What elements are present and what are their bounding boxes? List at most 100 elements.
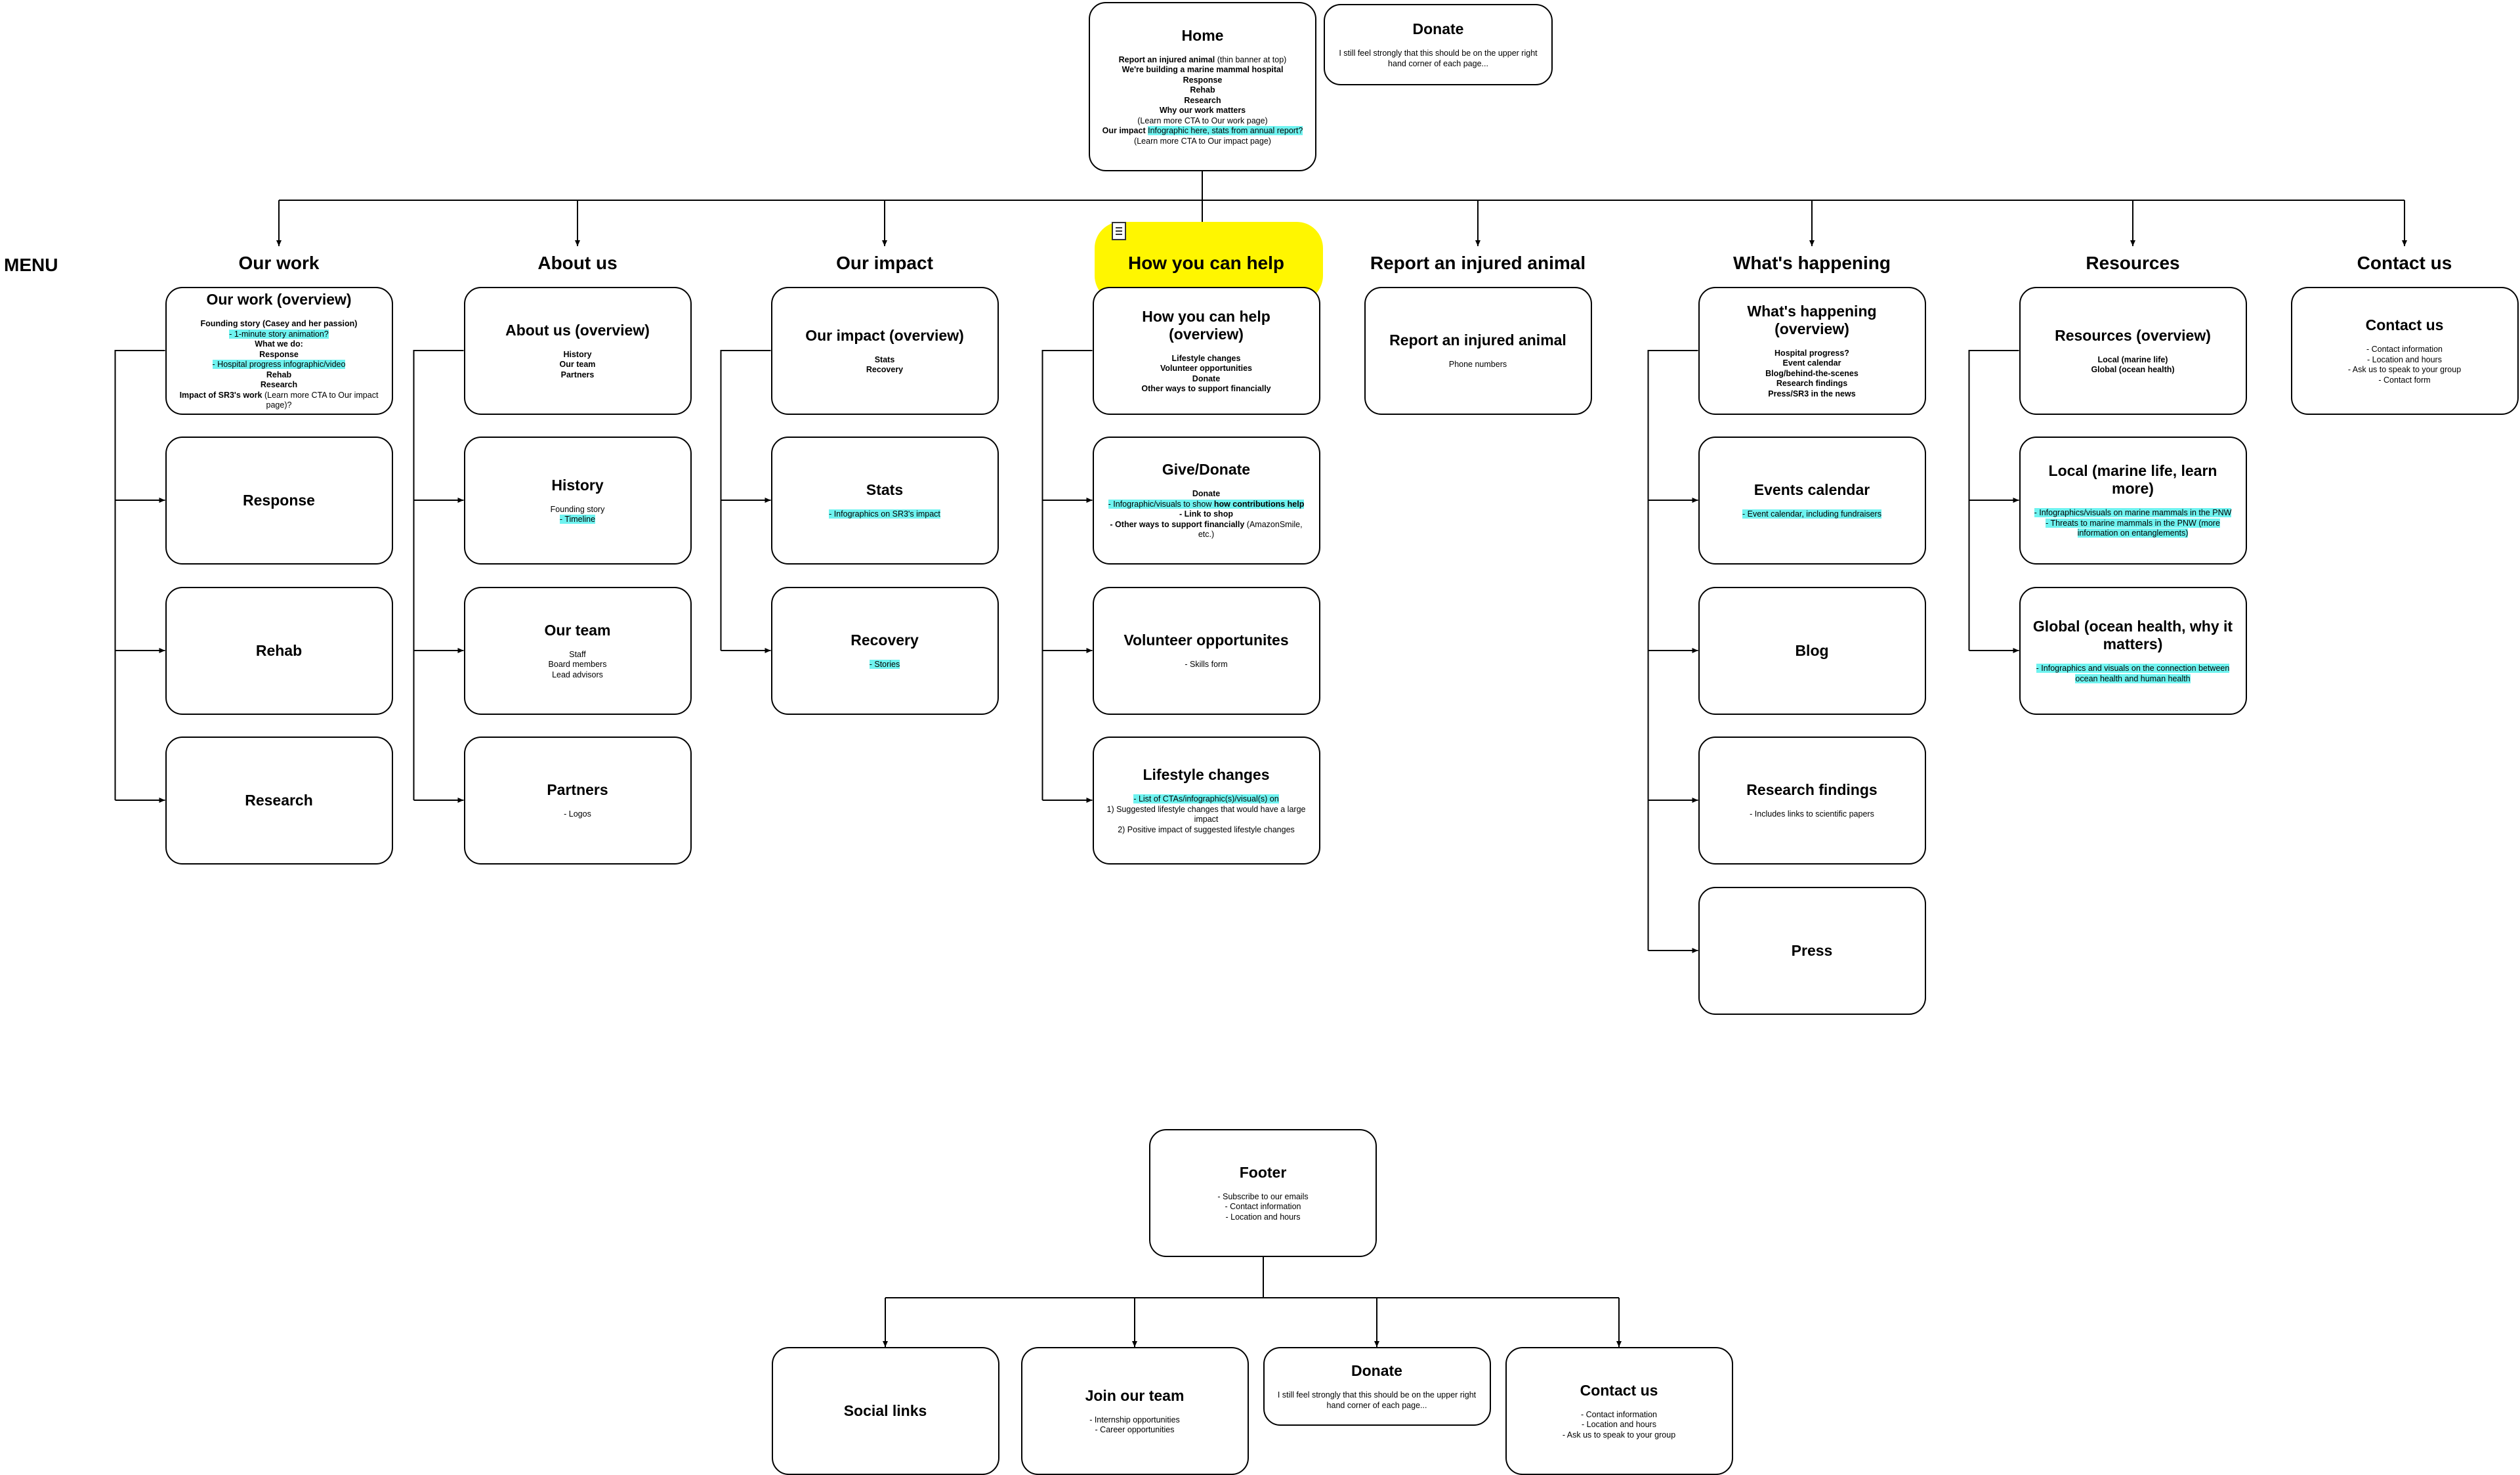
node-line: Donate [1141,374,1270,385]
node-text-segment: Infographic here, stats from annual repo… [1148,126,1303,136]
column-header-contact-us: Contact us [2357,253,2452,273]
node-line: Our team [560,360,596,370]
node-title: Our impact (overview) [805,326,964,344]
node-line: 1) Suggested lifestyle changes that woul… [1103,805,1310,825]
node-lifestyle-changes: Lifestyle changes - List of CTAs/infograp… [1092,737,1320,865]
node-title: Volunteer opportunites [1124,631,1289,649]
node-body: - List of CTAs/infographic(s)/visual(s) … [1103,794,1310,835]
menu-label: MENU [4,255,58,275]
node-title: Give/Donate [1162,461,1251,479]
node-body: - Skills form [1185,660,1227,670]
node-text-segment: - Ask us to speak to your group [2347,365,2462,374]
node-title: Local (marine life, learn more) [2048,462,2217,498]
node-line: Impact of SR3's work (Learn more CTA to … [176,391,383,411]
node-text-segment: - Contact information [1225,1202,1301,1212]
node-line: History [560,350,596,360]
node-line: I still feel strongly that this should b… [1274,1390,1480,1411]
node-text-segment: - Contact information [1580,1409,1657,1419]
node-text-segment: Volunteer opportunities [1160,364,1253,373]
node-text-segment: - Infographics/visuals on marine mammals… [2034,508,2232,518]
node-text-segment: - 1-minute story animation? [229,329,329,339]
node-press: Press [1698,887,1926,1015]
node-text-segment: Rehab [1190,85,1215,95]
node-line: Volunteer opportunities [1141,364,1270,374]
node-title: Our work (overview) [206,291,352,309]
node-text-segment: - Location and hours [2367,354,2442,364]
node-line: - Career opportunities [1089,1425,1180,1436]
node-line: Stats [866,355,903,366]
node-text-segment: - Ask us to speak to your group [1562,1430,1676,1440]
node-text-segment: Blog/behind-the-scenes [1765,368,1858,378]
node-title: Lifestyle changes [1143,766,1270,783]
node-text-segment: - Hospital progress infographic/video [212,360,346,370]
node-line: - Subscribe to our emails [1217,1192,1308,1203]
node-title: Social links [843,1402,927,1419]
node-line: Response [1102,75,1303,86]
node-text-segment: Stats [874,354,895,364]
node-text-segment: We're building a marine mammal hospital [1122,65,1284,75]
node-text-segment: - Timeline [559,515,596,524]
node-stats: Stats- Infographics on SR3's impact [770,437,999,565]
node-line: (Learn more CTA to Our work page) [1102,116,1303,127]
node-title: About us (overview) [505,321,650,339]
node-line: Board members [549,660,607,670]
node-body: - Includes links to scientific papers [1750,809,1874,820]
node-line: - Location and hours [1217,1212,1308,1223]
node-line: Report an injured animal (thin banner at… [1102,55,1303,66]
node-line: Blog/behind-the-scenes [1765,369,1858,379]
node-line: - Contact information [2348,345,2461,355]
column-header-report-an-injured-animal: Report an injured animal [1370,253,1586,273]
node-blog: Blog [1698,587,1926,715]
node-title: Donate [1351,1362,1402,1379]
node-body: Donate- Infographic/visuals to show how … [1103,489,1310,540]
node-local-marine-life-learn-more: Local (marine life, learn more) - Infogra… [2019,437,2247,565]
node-text-segment: Other ways to support financially [1141,384,1271,393]
connector-line [1647,350,1698,951]
node-body: - Infographics on SR3's impact [829,509,940,520]
node-title: Contact us [1580,1381,1658,1399]
node-title: Contact us [2365,316,2444,333]
node-text-segment: Research [260,380,298,390]
node-line: Other ways to support financially [1141,384,1270,395]
node-body: - Event calendar, including fundraisers [1742,509,1881,520]
column-header-what-s-happening: What's happening [1733,253,1891,273]
node-line: - Threats to marine mammals in the PNW (… [2030,518,2236,539]
node-text-segment: Partners [560,370,595,379]
column-header-our-impact: Our impact [836,253,933,273]
node-line: - Infographics/visuals on marine mammals… [2030,508,2236,519]
node-line: Our impact Infographic here, stats from … [1102,126,1303,137]
node-recovery: Recovery- Stories [770,587,999,715]
node-title: Research findings [1746,781,1878,799]
node-join-our-team: Join our team- Internship opportunities-… [1020,1347,1249,1475]
node-text-segment: Donate [1192,489,1221,499]
node-research: Research [165,737,393,865]
node-body: I still feel strongly that this should b… [1274,1390,1480,1411]
node-text-segment: What we do: [255,339,303,349]
node-text-segment: History [563,349,592,359]
node-text-segment: - Infographics and visuals on the connec… [2036,664,2230,683]
node-rehab: Rehab [165,587,393,715]
node-text-segment: (Learn more CTA to Our impact page) [1134,136,1271,146]
node-title: Response [243,492,315,509]
node-title: Events calendar [1754,481,1870,499]
node-line: Response [176,350,383,360]
connector-line [1041,350,1093,800]
node-text-segment: - Infographic/visuals to show [1108,499,1214,509]
node-body: I still feel strongly that this should b… [1334,49,1542,69]
node-text-segment: Response [259,349,299,359]
node-text-segment: - Career opportunities [1095,1425,1175,1434]
node-body: - Logos [564,809,591,820]
connector-line [1968,350,2019,651]
node-body: - Internship opportunities- Career oppor… [1089,1415,1180,1436]
node-text-segment: Lifestyle changes [1171,353,1241,363]
node-text-segment: Board members [548,660,607,670]
